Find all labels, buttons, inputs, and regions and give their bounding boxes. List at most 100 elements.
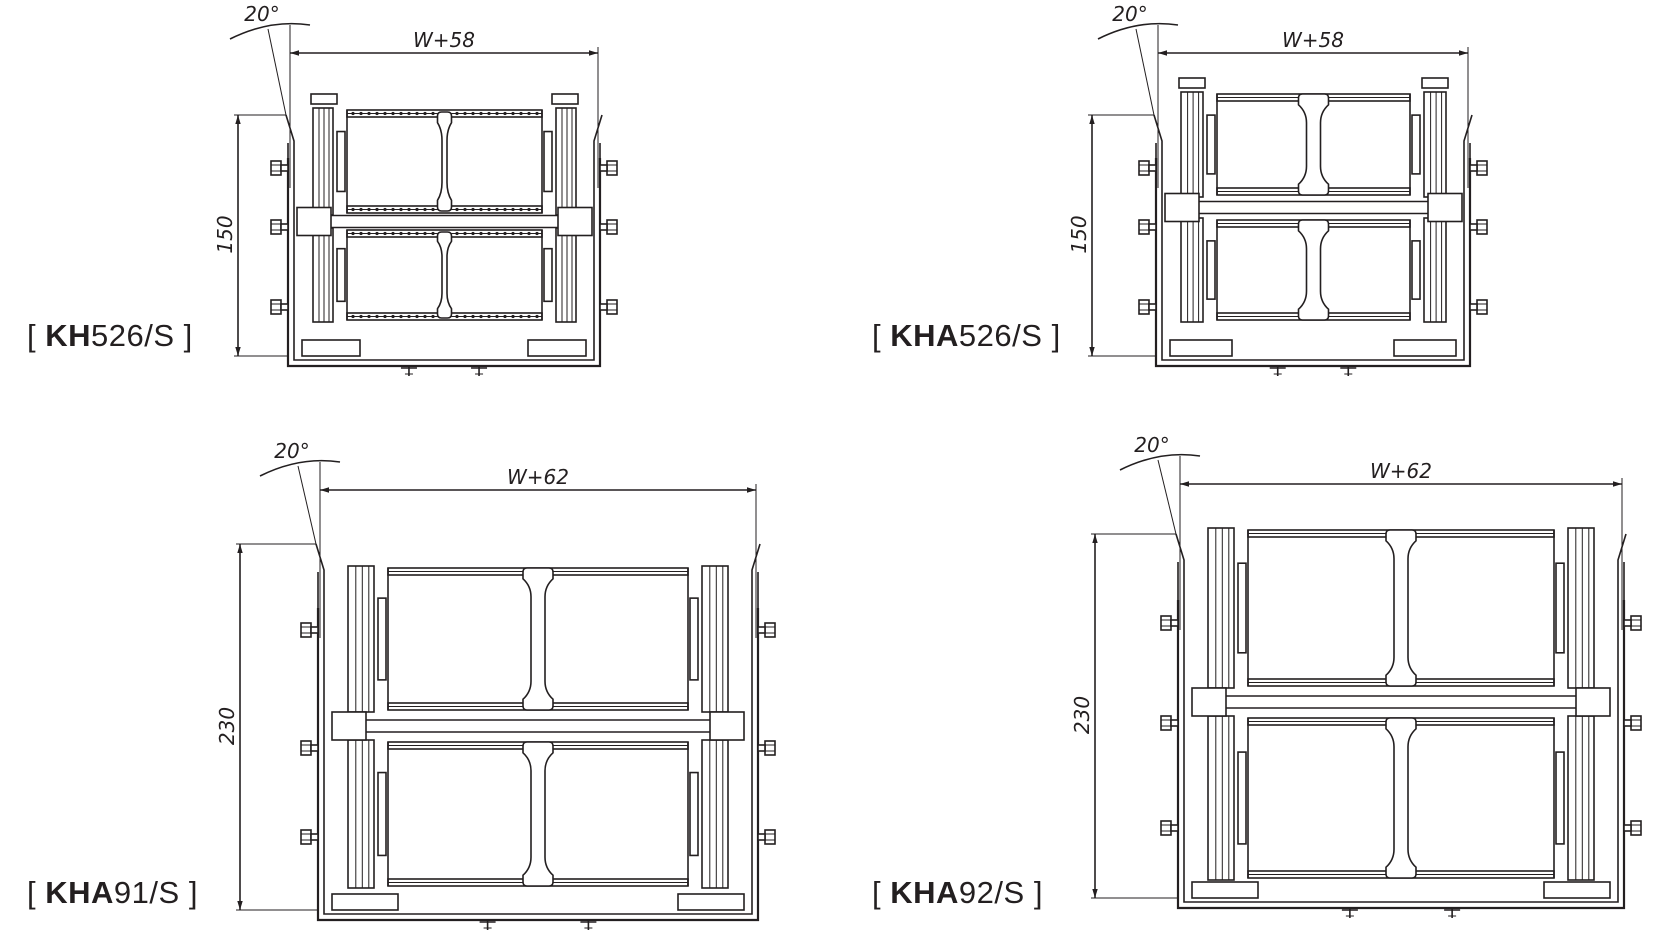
rail-perforation: [391, 207, 395, 212]
rail-perforation: [503, 314, 507, 319]
rail-perforation: [479, 207, 483, 212]
top-cap: [1421, 77, 1449, 89]
angle-lip-line: [1135, 28, 1155, 116]
label-close-bracket: ]: [1051, 318, 1061, 353]
rail-perforation: [351, 314, 355, 319]
bolt-shank: [757, 626, 766, 634]
rail-perforation: [463, 314, 467, 319]
rail-perforation: [351, 207, 355, 212]
bolt-head: [300, 740, 312, 756]
bolt-shank: [757, 833, 766, 841]
rail-perforation: [367, 207, 371, 212]
tier-connector: [709, 711, 745, 741]
rail-perforation: [487, 111, 491, 116]
bolt-head: [1138, 299, 1150, 315]
rail-perforation: [511, 231, 515, 236]
cabinet-body: [1176, 600, 1626, 910]
bolt-head: [764, 829, 776, 845]
side-frame: [312, 227, 334, 323]
bolt-shank: [310, 744, 319, 752]
label-open-bracket: [: [872, 318, 882, 353]
rail-perforation: [423, 314, 427, 319]
divider-ibeam: [1385, 529, 1417, 687]
divider-ibeam: [1297, 93, 1330, 196]
rail-perforation: [431, 231, 435, 236]
rail-perforation: [359, 231, 363, 236]
left-side-lip: [315, 543, 325, 608]
right-side-lip: [751, 543, 761, 608]
angle-dimension-text: 20°: [1134, 433, 1169, 457]
angle-dimension-text: 20°: [1112, 2, 1147, 26]
label-model: 92/S: [958, 875, 1025, 910]
label-model: 91/S: [113, 875, 180, 910]
bolt-head: [270, 299, 282, 315]
bolt-shank: [280, 303, 289, 311]
rail-perforation: [527, 207, 531, 212]
rail-perforation: [415, 231, 419, 236]
rail-perforation: [463, 231, 467, 236]
rail-perforation: [471, 111, 475, 116]
tier-connector: [1427, 192, 1463, 223]
width-dimension-text: W+58: [413, 28, 475, 52]
side-frame: [555, 107, 577, 216]
rail-perforation: [431, 207, 435, 212]
floor-pad: [677, 893, 745, 911]
bolt-head: [1160, 820, 1172, 836]
label-series: KHA: [45, 875, 114, 910]
rail-perforation: [519, 207, 523, 212]
rail-perforation: [359, 207, 363, 212]
bolt-shank: [599, 164, 608, 172]
bolt-head: [606, 219, 618, 235]
side-slot-plate: [1237, 562, 1247, 654]
label-close-bracket: ]: [1033, 875, 1043, 910]
left-side-lip: [285, 114, 295, 158]
top-cap: [310, 93, 338, 105]
side-slot-plate: [1411, 240, 1421, 300]
bolt-head: [1476, 160, 1488, 176]
rail-perforation: [519, 231, 523, 236]
rail-perforation: [399, 207, 403, 212]
rail-perforation: [487, 231, 491, 236]
cabinet-inner-wall: [323, 608, 753, 915]
rail-perforation: [455, 314, 459, 319]
side-frame: [1180, 91, 1204, 198]
right-side-lip: [593, 114, 603, 158]
width-dimension-text: W+62: [507, 465, 569, 489]
bolt-shank: [757, 744, 766, 752]
floor-pad: [1191, 881, 1259, 899]
bolt-shank: [280, 223, 289, 231]
angle-lip-line: [1157, 459, 1177, 535]
bolt-shank: [1170, 619, 1179, 627]
bolt-head: [764, 622, 776, 638]
model-label-kha526s: [ KHA526/S ]: [872, 318, 1061, 354]
divider-ibeam: [436, 231, 453, 319]
bolt-head: [1160, 615, 1172, 631]
bolt-head: [1630, 715, 1642, 731]
rail-perforation: [503, 207, 507, 212]
cabinet-body: [286, 158, 602, 368]
floor-pad: [527, 339, 587, 357]
rail-perforation: [351, 111, 355, 116]
bolt-shank: [1469, 303, 1478, 311]
side-frame: [1423, 217, 1447, 323]
side-slot-plate: [1237, 751, 1247, 845]
label-model: 526/S: [958, 318, 1043, 353]
bolt-shank: [310, 833, 319, 841]
side-slot-plate: [689, 771, 699, 857]
rail-perforation: [495, 111, 499, 116]
bolt-shank: [1148, 164, 1157, 172]
tier-connector: [1191, 687, 1227, 717]
rail-perforation: [535, 111, 539, 116]
rail-perforation: [359, 111, 363, 116]
side-frame: [701, 739, 729, 889]
side-slot-plate: [1411, 114, 1421, 175]
right-side-lip: [1463, 114, 1473, 158]
divider-ibeam: [1385, 717, 1417, 879]
divider-ibeam: [522, 567, 554, 711]
rail-perforation: [367, 111, 371, 116]
side-frame: [1423, 91, 1447, 198]
bolt-shank: [1170, 824, 1179, 832]
label-series: KHA: [890, 318, 959, 353]
label-open-bracket: [: [27, 875, 37, 910]
floor-pad: [301, 339, 361, 357]
